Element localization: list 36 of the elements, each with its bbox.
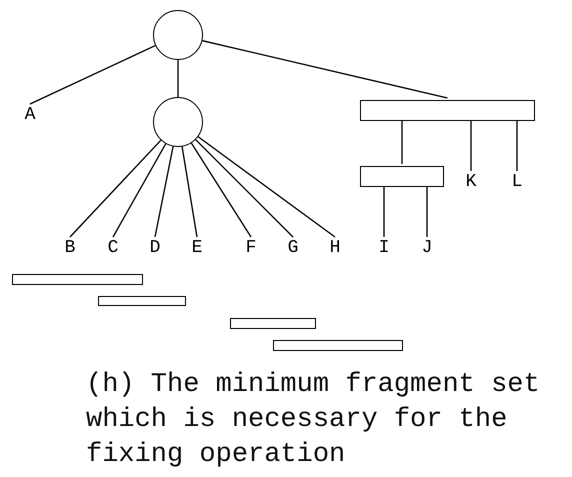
figure-caption: (h) The minimum fragment set which is necessary for the fixing operation [86, 369, 541, 472]
leaf-label: J [419, 239, 435, 257]
tree-branch-line [30, 44, 156, 105]
tree-node-circle [153, 97, 203, 147]
leaf-label: C [105, 239, 121, 257]
leaf-label: E [189, 239, 205, 257]
tree-branch-line [516, 121, 518, 171]
tree-branch-line [154, 146, 174, 238]
tree-branch-line [177, 60, 179, 97]
tree-branch-line [383, 187, 385, 237]
tree-branch-line [401, 121, 403, 164]
tree-branch-line [426, 187, 428, 237]
tree-branch-line [195, 139, 294, 238]
leaf-label: I [376, 239, 392, 257]
fragment-bar [230, 318, 316, 329]
fragment-bar [98, 296, 186, 306]
tree-branch-line [70, 140, 162, 238]
tree-branch-line [190, 142, 252, 238]
leaf-label: H [327, 239, 343, 257]
leaf-label: G [285, 239, 301, 257]
leaf-label: D [147, 239, 163, 257]
fragment-bar [12, 274, 143, 285]
leaf-label: F [243, 239, 259, 257]
tree-branch-line [202, 40, 448, 99]
tree-node-circle [153, 10, 203, 60]
leaf-label: B [62, 239, 78, 257]
leaf-label: L [509, 173, 525, 191]
tree-branch-line [112, 143, 166, 238]
tree-branch-line [470, 121, 472, 171]
fragment-bar [360, 100, 535, 121]
tree-branch-line [181, 146, 198, 238]
leaf-label: K [463, 173, 479, 191]
fragment-bar [360, 166, 444, 187]
leaf-label: A [22, 106, 38, 124]
fragment-bar [273, 340, 403, 351]
tree-branch-line [198, 136, 336, 238]
